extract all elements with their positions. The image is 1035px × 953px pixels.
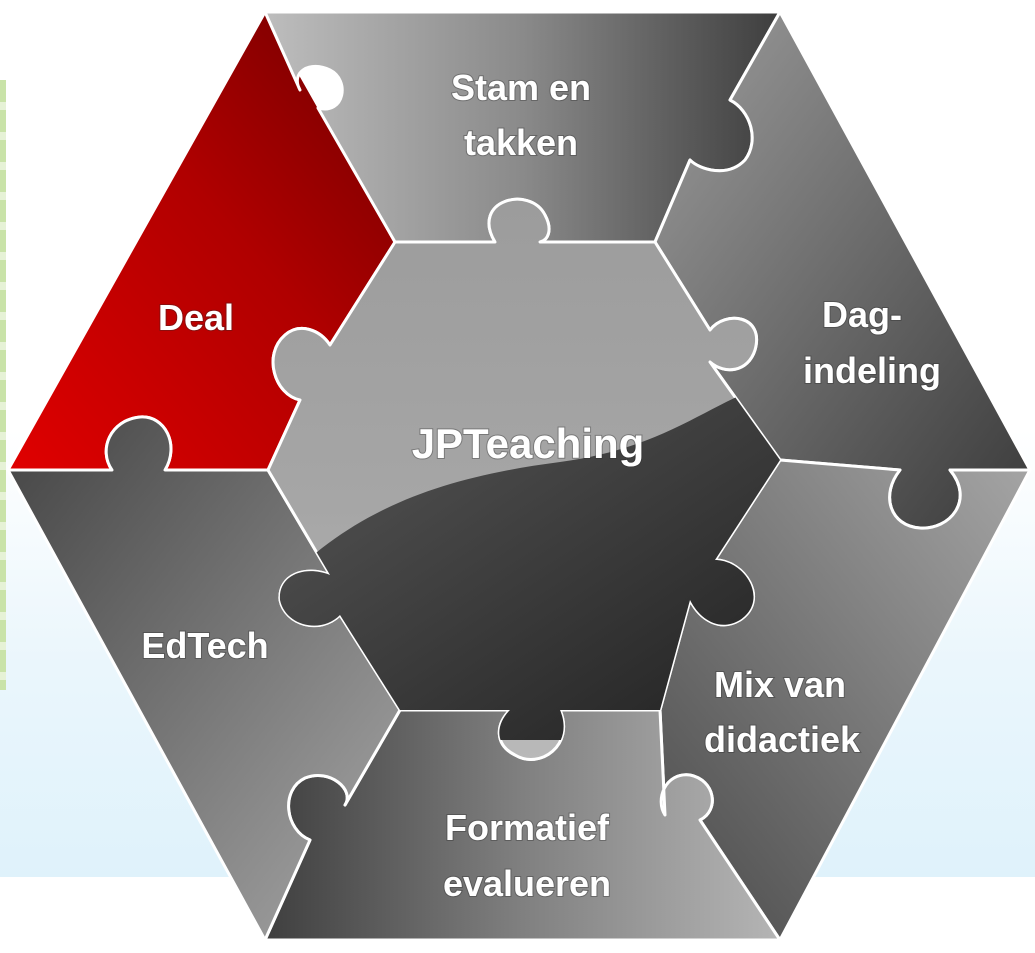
edtech-label: EdTech — [141, 625, 268, 666]
decorative-edge-strip — [0, 80, 6, 690]
formatief-label-line1: Formatief — [445, 807, 610, 848]
stam-label-line2: takken — [464, 122, 578, 163]
mix-label-line2: didactiek — [704, 719, 861, 760]
stam-label-line1: Stam en — [451, 67, 591, 108]
center-shading — [268, 380, 780, 740]
deal-label: Deal — [158, 297, 234, 338]
center-label: JPTeaching — [412, 420, 645, 467]
formatief-label-line2: evalueren — [443, 863, 611, 904]
dagindeling-label-line2: indeling — [803, 350, 941, 391]
mix-label-line1: Mix van — [714, 664, 846, 705]
dagindeling-label-line1: Dag- — [822, 294, 902, 335]
